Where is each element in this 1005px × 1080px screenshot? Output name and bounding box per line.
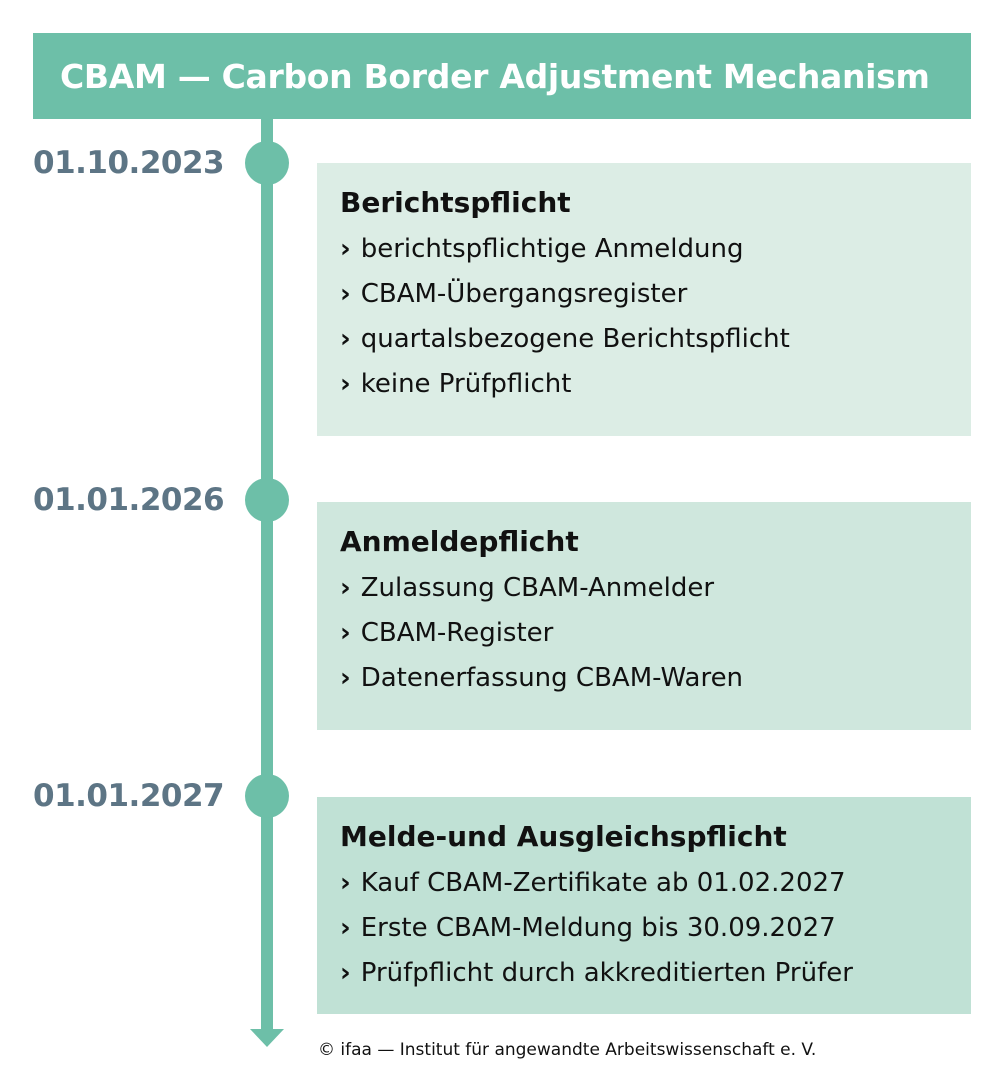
list-item-text: CBAM-Übergangsregister: [360, 279, 688, 309]
list-item-text: berichtspflichtige Anmeldung: [360, 234, 744, 264]
list-item: › Prüfpflicht durch akkreditierten Prüfer: [340, 951, 971, 996]
copyright-footer: © ifaa — Institut für angewandte Arbeits…: [318, 1040, 817, 1060]
phase-date: 01.10.2023: [33, 145, 225, 181]
bullet-chevron-icon: ›: [340, 234, 351, 264]
bullet-chevron-icon: ›: [340, 958, 351, 988]
list-item-text: quartalsbezogene Berichtspflicht: [360, 324, 790, 354]
list-item-text: Kauf CBAM-Zertifikate ab 01.02.2027: [360, 868, 846, 898]
list-item: › CBAM-Übergangsregister: [340, 272, 971, 317]
timeline-marker: [245, 774, 289, 818]
list-item-text: Prüfpflicht durch akkreditierten Prüfer: [360, 958, 853, 988]
timeline-arrow-icon: [250, 1029, 284, 1047]
phase-box: Melde-und Ausgleichspflicht › Kauf CBAM-Z…: [317, 797, 971, 1014]
list-item: › CBAM-Register: [340, 611, 971, 656]
list-item: › quartalsbezogene Berichtspflicht: [340, 317, 971, 362]
list-item-text: keine Prüfpflicht: [360, 369, 572, 399]
timeline-marker: [245, 478, 289, 522]
list-item: › Kauf CBAM-Zertifikate ab 01.02.2027: [340, 861, 971, 906]
bullet-chevron-icon: ›: [340, 279, 351, 309]
list-item-text: CBAM-Register: [360, 618, 554, 648]
bullet-chevron-icon: ›: [340, 324, 351, 354]
list-item: › Erste CBAM-Meldung bis 30.09.2027: [340, 906, 971, 951]
phase-date: 01.01.2027: [33, 778, 225, 814]
bullet-chevron-icon: ›: [340, 618, 351, 648]
phase-date: 01.01.2026: [33, 482, 225, 518]
list-item: › Datenerfassung CBAM-Waren: [340, 656, 971, 701]
phase-heading: Melde-und Ausgleichspflicht: [340, 820, 787, 853]
bullet-chevron-icon: ›: [340, 663, 351, 693]
phase-heading: Anmeldepflicht: [340, 525, 579, 558]
list-item: › Zulassung CBAM-Anmelder: [340, 566, 971, 611]
phase-heading: Berichtspflicht: [340, 186, 571, 219]
timeline-line: [261, 119, 273, 1031]
list-item-text: Erste CBAM-Meldung bis 30.09.2027: [360, 913, 836, 943]
list-item-text: Zulassung CBAM-Anmelder: [360, 573, 715, 603]
title: CBAM — Carbon Border Adjustment Mechanis…: [60, 56, 930, 96]
list-item: › keine Prüfpflicht: [340, 362, 971, 407]
bullet-chevron-icon: ›: [340, 868, 351, 898]
bullet-chevron-icon: ›: [340, 573, 351, 603]
timeline-marker: [245, 141, 289, 185]
list-item-text: Datenerfassung CBAM-Waren: [360, 663, 744, 693]
title-banner: CBAM — Carbon Border Adjustment Mechanis…: [33, 33, 971, 119]
phase-box: Anmeldepflicht ›Zulassung CBAM-Anmelder …: [317, 502, 971, 730]
phase-box: Berichtspflicht › berichtspflichtige Anme…: [317, 163, 971, 436]
bullet-chevron-icon: ›: [340, 913, 351, 943]
bullet-chevron-icon: ›: [340, 369, 351, 399]
list-item: › berichtspflichtige Anmeldung: [340, 227, 971, 272]
